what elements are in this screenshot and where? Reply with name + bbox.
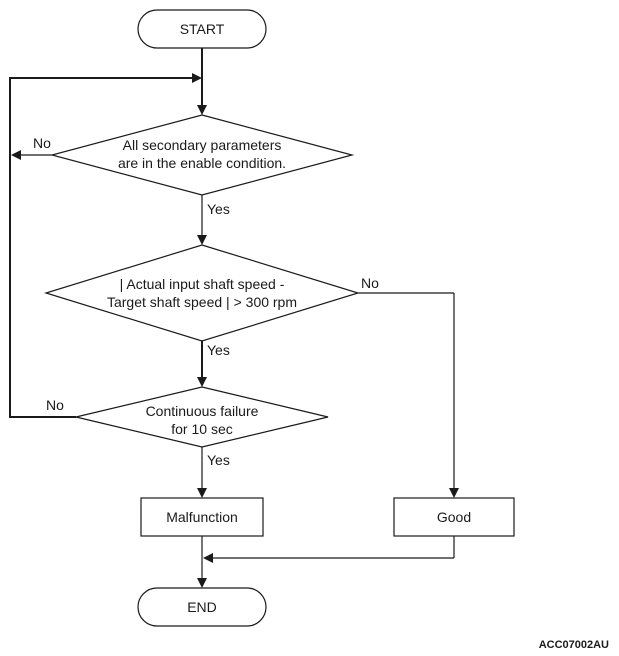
d3-no-label: No xyxy=(46,397,64,413)
d3-yes-label: Yes xyxy=(207,452,230,468)
decision-shaft-speed xyxy=(43,244,361,342)
arrowhead xyxy=(203,553,213,563)
arrowhead xyxy=(197,578,207,588)
end-label: END xyxy=(187,599,217,615)
decision2-line2: Target shaft speed | > 300 rpm xyxy=(107,294,297,310)
arrowhead xyxy=(449,488,459,498)
end-terminal xyxy=(137,587,267,627)
arrowhead xyxy=(197,377,207,387)
d2-no-label: No xyxy=(361,275,379,291)
decision3-line1: Continuous failure xyxy=(146,403,259,419)
arrowhead xyxy=(197,488,207,498)
d1-yes-label: Yes xyxy=(207,201,230,217)
malfunction-label: Malfunction xyxy=(166,509,238,525)
good-box xyxy=(393,497,515,537)
d2-yes-label: Yes xyxy=(207,342,230,358)
figure-code: ACC07002AU xyxy=(539,639,609,651)
decision2-line1: | Actual input shaft speed - xyxy=(120,276,285,292)
good-label: Good xyxy=(437,509,471,525)
d1-no-label: No xyxy=(33,135,51,151)
arrowhead xyxy=(11,150,21,160)
decision1-line2: are in the enable condition. xyxy=(118,155,286,171)
malfunction-box xyxy=(140,497,264,537)
arrowhead xyxy=(197,235,207,245)
decision3-line2: for 10 sec xyxy=(171,421,232,437)
start-label: START xyxy=(180,21,225,37)
decision1-line1: All secondary parameters xyxy=(123,137,282,153)
arrowhead xyxy=(192,73,202,83)
arrowhead xyxy=(197,105,207,115)
